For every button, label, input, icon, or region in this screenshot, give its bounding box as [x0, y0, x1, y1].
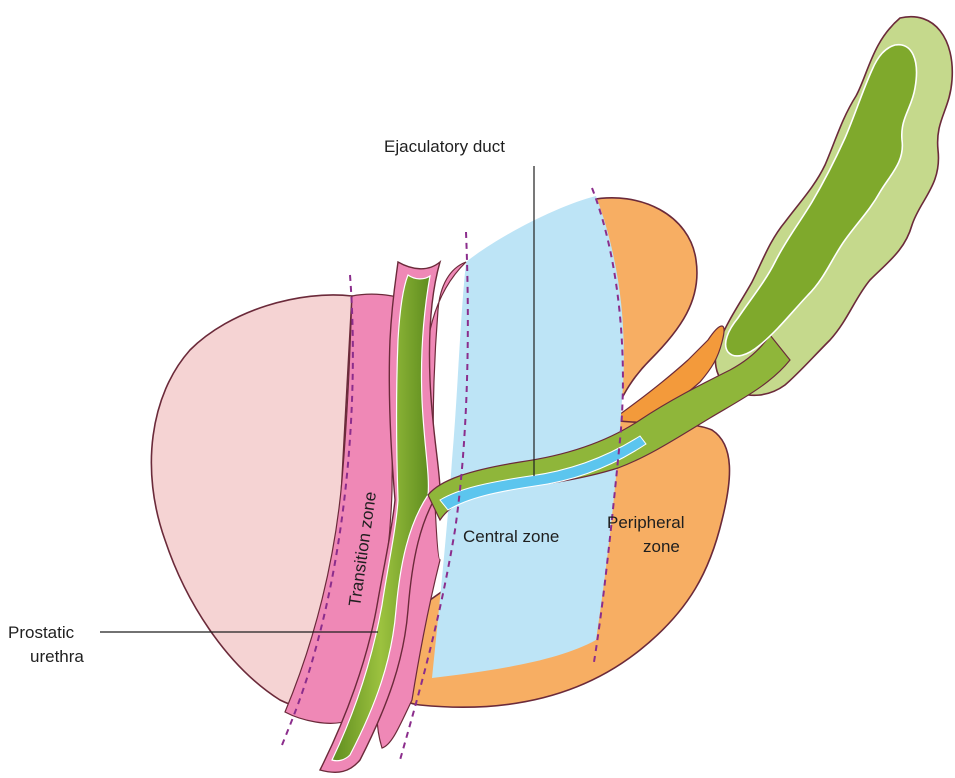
label-central-zone: Central zone: [463, 527, 559, 546]
label-prostatic-urethra-2: urethra: [30, 647, 84, 666]
label-ejaculatory-duct: Ejaculatory duct: [384, 137, 505, 156]
label-peripheral-zone-1: Peripheral: [607, 513, 685, 532]
label-prostatic-urethra-1: Prostatic: [8, 623, 75, 642]
label-peripheral-zone-2: zone: [643, 537, 680, 556]
